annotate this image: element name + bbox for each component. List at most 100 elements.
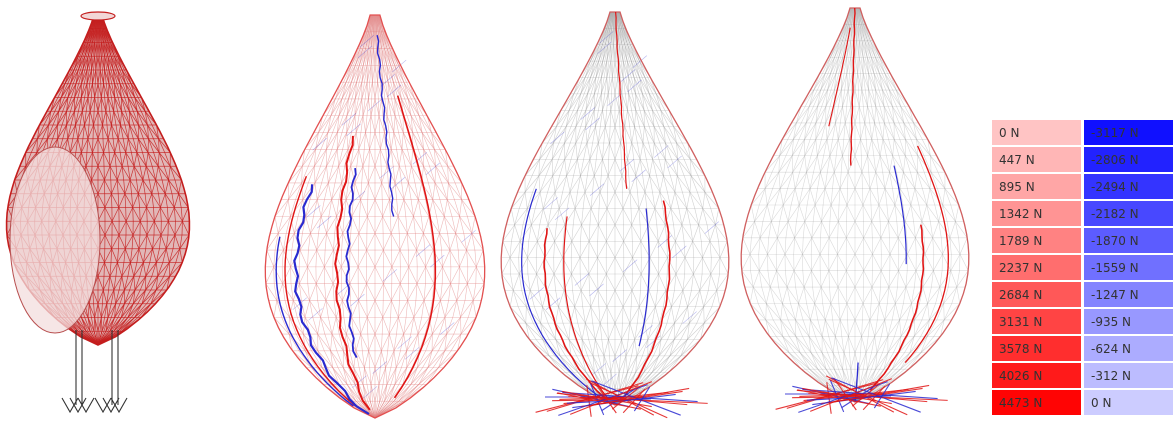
force-view-2 [500,11,730,419]
opening [9,146,101,334]
member [529,287,544,300]
legend-row: 3578 N-624 N [992,334,1173,363]
compression-value: -2494 N [1082,172,1173,201]
member [607,93,622,106]
compression-value: -3117 N [1082,118,1173,147]
compression-value: -1870 N [1082,226,1173,255]
member [380,74,396,87]
member [308,308,323,321]
legend-row: 1789 N-1870 N [992,226,1173,255]
reaction-line [590,387,690,407]
tension-value: 0 N [992,118,1084,147]
support-reactions [535,378,708,419]
legend-row: 2237 N-1559 N [992,253,1173,282]
compression-member [275,236,354,407]
tension-value: 4026 N [992,361,1084,390]
tension-value: 447 N [992,145,1084,174]
outline [264,14,486,419]
tension-value: 3131 N [992,307,1084,336]
arrow-head [69,397,87,414]
member [597,41,612,55]
legend-row: 2684 N-1247 N [992,280,1173,309]
support-arrows [61,330,128,414]
legend-row: 4026 N-312 N [992,361,1173,390]
tension-member [563,216,608,398]
member [391,59,407,73]
tension-value: 4473 N [992,388,1084,417]
compression-member [893,165,907,265]
top-ring [80,11,116,21]
reaction-line [851,383,881,407]
member [390,176,406,190]
member [461,230,476,243]
reaction-line [586,385,592,417]
member [667,155,682,169]
reaction-line [622,388,646,414]
tension-member [849,7,856,166]
member [612,349,627,362]
member [382,269,398,282]
tension-member [543,228,605,398]
reaction-line [862,385,886,411]
compression-value: -2182 N [1082,199,1173,228]
tension-member [828,27,851,127]
reaction-line [830,384,930,404]
compression-value: -1559 N [1082,253,1173,282]
reaction-line [569,381,653,415]
compression-value: 0 N [1082,388,1173,417]
tension-member [623,200,671,398]
member [585,117,600,131]
arrow-head [77,397,95,414]
tension-member [904,145,949,364]
legend-row: 1342 N-2182 N [992,199,1173,228]
reaction-line [593,380,617,414]
member [631,169,646,183]
support-reactions [775,375,948,416]
member [346,123,361,137]
compression-mesh [292,35,476,399]
reaction-line [611,386,641,410]
member [362,386,378,399]
compression-value: -2806 N [1082,145,1173,174]
compression-mesh [529,31,719,387]
force-view-1 [264,14,486,419]
member [352,375,367,388]
tension-member [869,224,925,391]
reaction-line [826,382,832,414]
member [430,254,445,268]
member [359,35,374,48]
member [554,207,570,221]
legend-row: 447 N-2806 N [992,145,1173,174]
member [416,244,431,257]
tension-value: 3578 N [992,334,1084,363]
member [602,373,617,387]
reaction-line [806,395,892,401]
member [386,84,402,98]
member [704,221,719,234]
member [379,166,394,179]
member [574,273,590,286]
member [357,45,373,59]
tension-value: 2684 N [992,280,1084,309]
compression-value: -624 N [1082,334,1173,363]
member [440,322,455,335]
member [632,55,648,68]
tension-member [615,11,628,189]
member [589,183,605,196]
member [682,311,697,324]
arrow-head [110,397,128,414]
member [350,293,365,307]
member [591,363,606,376]
arrow-head [102,397,120,414]
reaction-line [633,386,651,412]
tension-value: 2237 N [992,253,1084,282]
reaction-line [589,382,605,416]
member [599,31,614,44]
compression-member [293,184,370,415]
force-view-3 [740,7,970,416]
member [412,152,428,165]
reaction-line [873,383,891,409]
member [397,336,412,349]
arrow-head [61,397,79,414]
member [622,259,638,272]
